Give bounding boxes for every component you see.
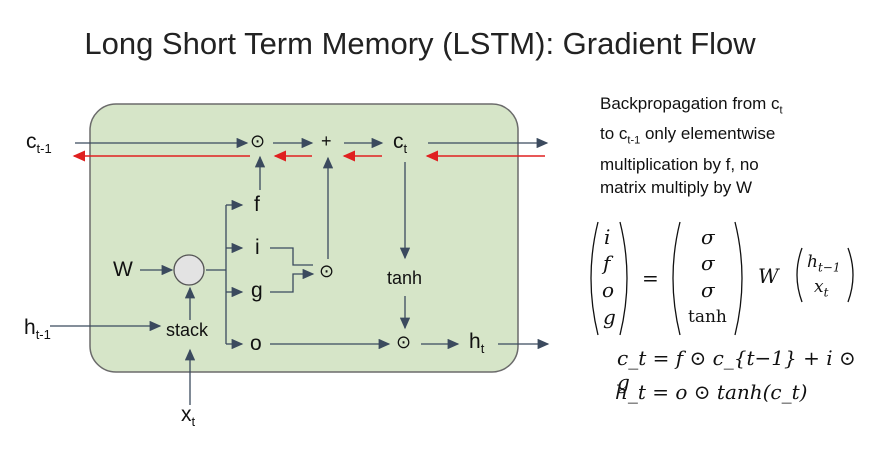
- vec-right-h: ht−1: [807, 252, 841, 275]
- h-t-label: ht: [469, 330, 485, 357]
- weight-node: [173, 254, 205, 286]
- tanh-label: tanh: [387, 268, 423, 288]
- equation-hidden-update: h_t = o ⊙ tanh(c_t): [615, 380, 808, 404]
- internal-wiring: [50, 155, 550, 405]
- note-line-4: matrix multiply by W: [600, 177, 753, 197]
- note-line-2: to ct-1 only elementwise: [600, 124, 776, 147]
- plus-sign: +: [321, 131, 332, 151]
- slide-title: Long Short Term Memory (LSTM): Gradient …: [84, 26, 756, 61]
- vec-mid-sigma-3: σ: [701, 278, 715, 302]
- vec-equals: =: [642, 266, 659, 290]
- gate-i-label: i: [255, 236, 260, 259]
- vec-left-o: o: [602, 278, 615, 302]
- vec-left-g: g: [603, 305, 616, 329]
- odot-bottom: ⊙: [396, 332, 412, 352]
- note-line-3: multiplication by f, no: [600, 154, 759, 174]
- c-t-label: ct: [393, 130, 408, 157]
- note-line-1: Backpropagation from ct: [600, 94, 783, 117]
- odot-top: ⊙: [250, 131, 266, 151]
- gate-f-label: f: [254, 193, 260, 216]
- gate-g-label: g: [251, 279, 263, 302]
- w-label: W: [113, 258, 133, 281]
- vec-left-f: f: [603, 251, 611, 275]
- equation-cell-update: c_t = f ⊙ c_{t−1} + i ⊙ g: [617, 346, 856, 394]
- lstm-cell-box: [89, 103, 519, 373]
- stack-label: stack: [166, 320, 209, 340]
- vec-left-i: i: [604, 225, 611, 249]
- h-prev-label: ht-1: [24, 316, 51, 343]
- equation-brackets: [590, 221, 854, 336]
- vec-mid-tanh: tanh: [688, 307, 727, 327]
- c-prev-label: ct-1: [26, 130, 52, 157]
- x-t-label: xt: [181, 403, 196, 430]
- vec-right-x: xt: [814, 277, 829, 300]
- vec-mid-sigma-1: σ: [701, 225, 715, 249]
- vec-mid-sigma-2: σ: [701, 251, 715, 275]
- vec-W: W: [758, 264, 779, 288]
- odot-middle: ⊙: [319, 261, 335, 281]
- gradient-note: Backpropagation from ct to ct-1 only ele…: [600, 92, 870, 199]
- gate-o-label: o: [250, 332, 262, 355]
